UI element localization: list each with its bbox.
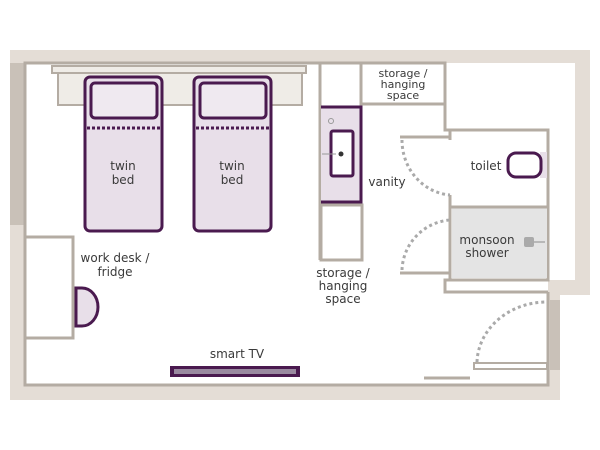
vanity-label: vanity xyxy=(368,175,405,189)
storage-label: storage / xyxy=(379,67,428,80)
desk-label: work desk / xyxy=(81,251,151,265)
shower-head-icon xyxy=(524,237,534,247)
vanity: vanity xyxy=(321,105,406,204)
toilet-label: toilet xyxy=(471,159,502,173)
shower-label: monsoon xyxy=(459,233,514,247)
entrance-door[interactable] xyxy=(473,300,548,370)
storage-label: hanging xyxy=(319,279,368,293)
bed-label: bed xyxy=(112,173,135,187)
storage-label: space xyxy=(325,292,360,306)
toilet: toilet xyxy=(471,151,547,179)
shower-label: shower xyxy=(465,246,508,260)
bed-label: bed xyxy=(221,173,244,187)
svg-text:work desk /fridge: work desk /fridge xyxy=(81,251,151,279)
smart-tv: smart TV xyxy=(170,347,300,377)
door-swing xyxy=(400,218,451,271)
desk-label: fridge xyxy=(97,265,132,279)
storage-label: space xyxy=(387,89,420,102)
door-swing xyxy=(400,139,451,197)
tv-label: smart TV xyxy=(210,347,265,361)
storage-label: storage / xyxy=(316,266,370,280)
work-desk: work desk /fridge xyxy=(23,235,151,340)
storage-label: hanging xyxy=(381,78,426,91)
bed-label: twin xyxy=(219,159,244,173)
chair-icon xyxy=(74,286,100,328)
bed-label: twin xyxy=(110,159,135,173)
